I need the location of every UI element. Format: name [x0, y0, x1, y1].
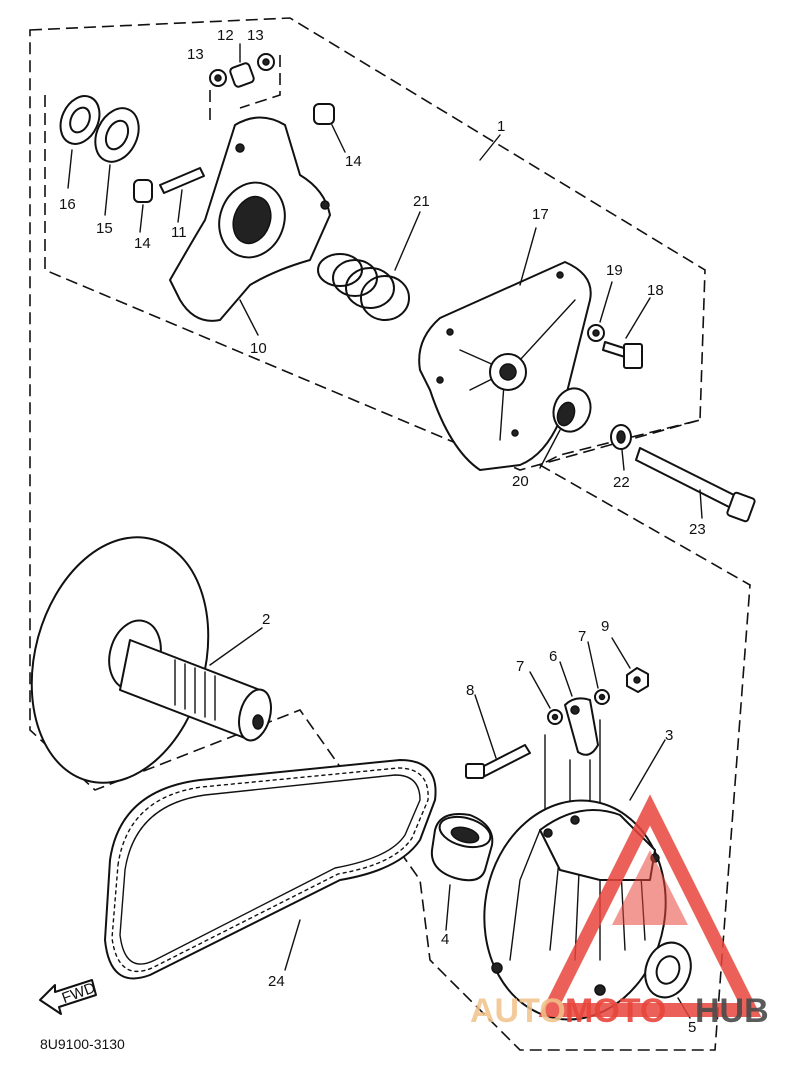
callout-16: 16 [59, 196, 76, 213]
washer-5 [644, 941, 692, 1019]
washer-15 [94, 107, 140, 216]
callout-21: 21 [413, 193, 430, 210]
nut-22 [610, 424, 632, 471]
callout-12: 12 [217, 27, 234, 44]
cover-17 [418, 227, 592, 471]
callout-19: 19 [606, 262, 623, 279]
nut-9 [611, 637, 649, 693]
long-bolt-23 [635, 447, 756, 523]
callout-20: 20 [512, 473, 529, 490]
watermark-triangle-icon [538, 794, 762, 1017]
washer-13-right [257, 53, 275, 71]
bolt-18 [602, 297, 651, 369]
callout-5: 5 [688, 1019, 696, 1036]
watermark-moto: MOTO [565, 992, 666, 1030]
callout-13-right: 13 [247, 27, 264, 44]
callout-17: 17 [532, 206, 549, 223]
callout-7-right: 7 [578, 628, 586, 645]
automotohub-watermark: AUTO MOTO HUB [470, 794, 769, 1030]
callout-3: 3 [665, 727, 673, 744]
callout-2: 2 [262, 611, 270, 628]
callout-15: 15 [96, 220, 113, 237]
callout-14-left: 14 [134, 235, 151, 252]
slider-14-right [313, 103, 346, 153]
washer-13-left [209, 69, 227, 87]
callout-6: 6 [549, 648, 557, 665]
washer-16 [59, 95, 101, 189]
bolt-8 [465, 694, 531, 779]
callout-13-left: 13 [187, 46, 204, 63]
roller-12 [229, 43, 255, 88]
diagram-code: 8U9100-3130 [40, 1036, 125, 1052]
callout-14-right: 14 [345, 153, 362, 170]
spider-cam-10 [169, 116, 331, 336]
fixed-sheave-2 [30, 536, 272, 784]
callout-4: 4 [441, 931, 449, 948]
collar-4 [430, 813, 494, 931]
callout-24: 24 [268, 973, 285, 990]
fwd-label: FWD [60, 979, 98, 1007]
collar-20 [539, 387, 592, 469]
callout-18: 18 [647, 282, 664, 299]
spring-21 [317, 211, 421, 321]
callout-10: 10 [250, 340, 267, 357]
callout-9: 9 [601, 618, 609, 635]
watermark-auto: AUTO [470, 992, 566, 1030]
callout-8: 8 [466, 682, 474, 699]
callout-23: 23 [689, 521, 706, 538]
assembly-outline-dashed [29, 17, 751, 1051]
callout-1: 1 [497, 118, 505, 135]
drive-belt-24 [104, 759, 437, 980]
washer-7-right [587, 641, 610, 705]
upper-group-dashed [44, 95, 701, 471]
pin-11 [159, 167, 205, 223]
washer-7-left [529, 671, 563, 725]
callout-7-left: 7 [516, 658, 524, 675]
washer-19 [587, 281, 613, 342]
callout-22: 22 [613, 474, 630, 491]
slider-6 [559, 661, 599, 756]
forward-arrow-icon: FWD [39, 979, 98, 1015]
watermark-hub: HUB [695, 992, 769, 1030]
slider-14-left [133, 179, 153, 233]
callout-11: 11 [171, 224, 187, 241]
